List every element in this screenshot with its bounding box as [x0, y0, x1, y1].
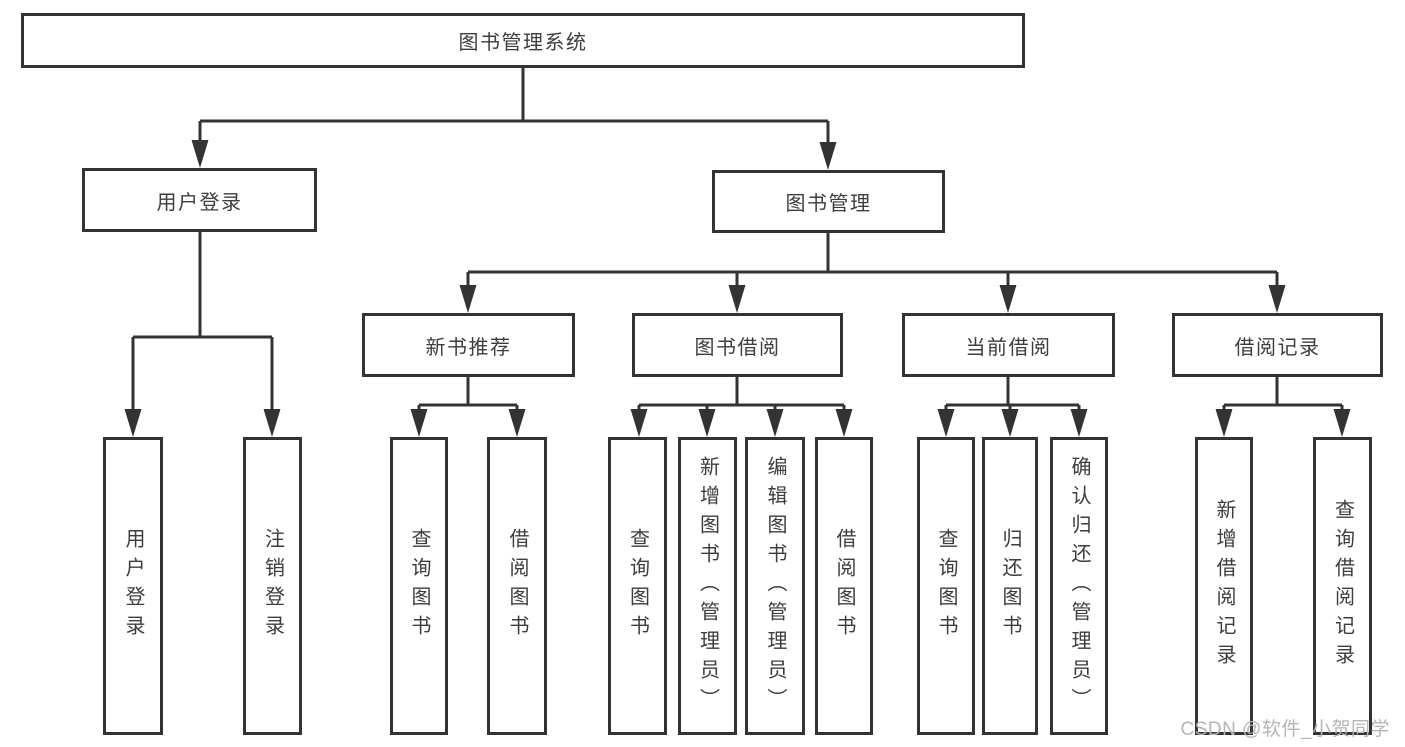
arrow-head [191, 140, 209, 168]
node-user-login: 用户登录 [82, 168, 317, 232]
node-book-management: 图书管理 [712, 170, 945, 233]
arrow-head [698, 409, 716, 437]
arrow-head [1268, 285, 1286, 313]
leaf-cb-return-book: 归还图书 [982, 437, 1038, 735]
leaf-logout: 注销登录 [243, 437, 302, 735]
arrow-head [999, 285, 1017, 313]
leaf-bb-query-book-label: 查询图书 [626, 528, 649, 644]
arrow-head [410, 409, 428, 437]
node-book-management-label: 图书管理 [785, 193, 872, 215]
leaf-user-login-label: 用户登录 [122, 528, 144, 644]
leaf-nbr-query-book: 查询图书 [390, 437, 448, 735]
leaf-nbr-query-book-label: 查询图书 [408, 528, 430, 644]
leaf-nbr-borrow-book-label: 借阅图书 [506, 528, 528, 644]
leaf-cb-query-book-label: 查询图书 [935, 528, 957, 644]
arrow-head [835, 409, 853, 437]
arrow-head [508, 409, 526, 437]
node-user-login-label: 用户登录 [156, 191, 243, 214]
leaf-bb-edit-book-admin: 编辑图书（管理员） [745, 437, 805, 735]
leaf-bb-borrow-book-label: 借阅图书 [833, 528, 855, 644]
arrow-head [1333, 409, 1351, 437]
leaf-cb-confirm-return-admin: 确认归还（管理员） [1050, 437, 1108, 735]
leaf-cb-confirm-return-admin-label: 确认归还（管理员） [1068, 455, 1090, 717]
leaf-user-login: 用户登录 [103, 437, 163, 735]
leaf-br-add-record: 新增借阅记录 [1195, 437, 1253, 735]
node-root: 图书管理系统 [21, 13, 1025, 68]
leaf-br-add-record-label: 新增借阅记录 [1213, 499, 1235, 673]
arrow-head [819, 142, 837, 170]
arrow-heads [124, 140, 1351, 437]
leaf-nbr-borrow-book: 借阅图书 [487, 437, 547, 735]
node-book-borrow: 图书借阅 [632, 313, 843, 377]
node-borrow-record-label: 借阅记录 [1234, 336, 1321, 359]
leaf-bb-borrow-book: 借阅图书 [815, 437, 873, 735]
leaf-br-query-record-label: 查询借阅记录 [1331, 499, 1354, 673]
leaf-cb-return-book-label: 归还图书 [999, 528, 1021, 644]
node-current-borrow-label: 当前借阅 [965, 336, 1052, 359]
node-current-borrow: 当前借阅 [902, 313, 1115, 377]
arrow-head [124, 409, 142, 437]
arrow-head [1001, 409, 1019, 437]
arrow-head [630, 409, 648, 437]
leaf-cb-query-book: 查询图书 [917, 437, 975, 735]
leaf-bb-add-book-admin: 新增图书（管理员） [678, 437, 737, 735]
node-borrow-record: 借阅记录 [1172, 313, 1383, 377]
node-root-label: 图书管理系统 [458, 32, 588, 54]
csdn-watermark: CSDN @软件_小贺同学 [1180, 719, 1390, 740]
arrow-head [459, 285, 477, 313]
node-new-book-recommend-label: 新书推荐 [425, 336, 512, 359]
leaf-bb-edit-book-admin-label: 编辑图书（管理员） [764, 455, 786, 717]
arrow-head [263, 409, 281, 437]
node-new-book-recommend: 新书推荐 [362, 313, 575, 377]
arrow-head [766, 409, 784, 437]
leaf-br-query-record: 查询借阅记录 [1313, 437, 1372, 735]
leaf-logout-label: 注销登录 [261, 528, 284, 644]
arrow-head [937, 409, 955, 437]
node-book-borrow-label: 图书借阅 [694, 336, 781, 359]
leaf-bb-query-book: 查询图书 [608, 437, 667, 735]
leaf-bb-add-book-admin-label: 新增图书（管理员） [696, 455, 719, 717]
arrow-head [1070, 409, 1088, 437]
arrow-head [728, 285, 746, 313]
arrow-head [1215, 409, 1233, 437]
